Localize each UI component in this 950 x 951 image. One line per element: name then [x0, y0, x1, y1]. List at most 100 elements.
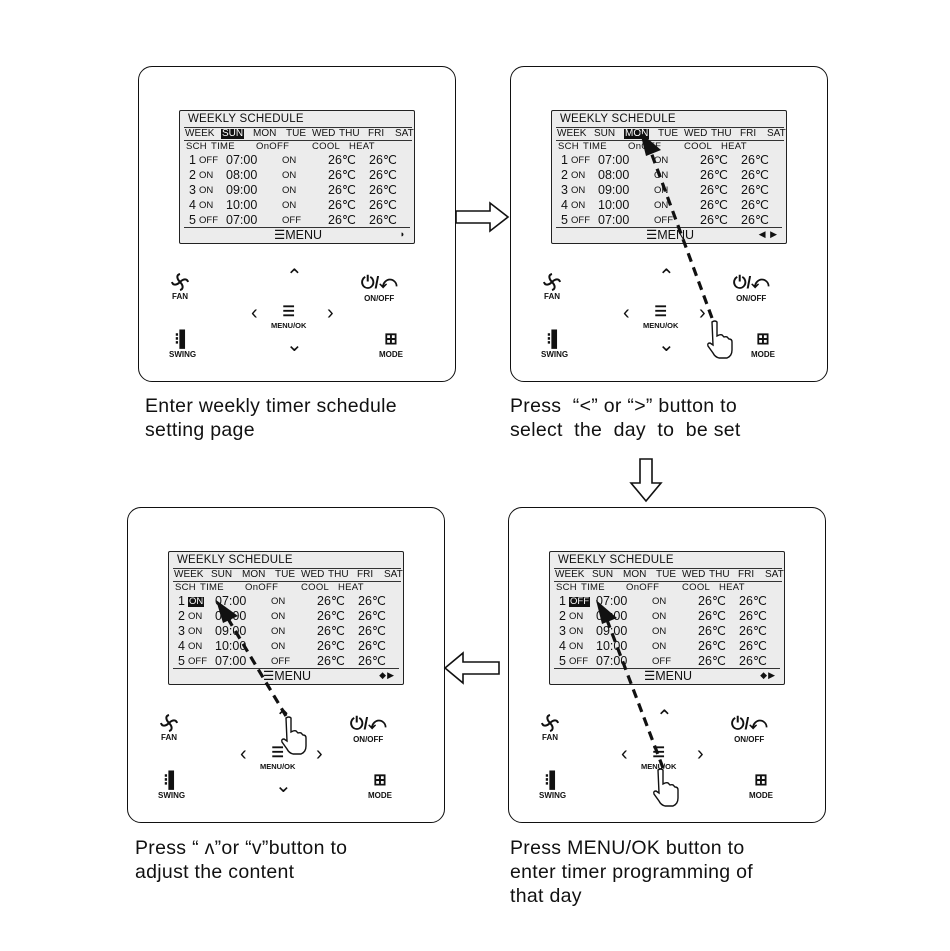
row-heat: 26℃	[369, 153, 397, 167]
caption-step4-line1: Press “ ʌ”or “v”button to	[135, 837, 348, 859]
row-onoff: OFF	[282, 215, 301, 226]
row-cool: 26℃	[698, 639, 726, 653]
row-cool: 26℃	[328, 183, 356, 197]
fan-button[interactable]: FAN	[160, 714, 178, 742]
mode-button[interactable]: ⊞MODE	[751, 329, 775, 359]
row-heat: 26℃	[741, 168, 769, 182]
row-state: OFF	[188, 656, 207, 667]
row-number: 2	[561, 168, 568, 182]
row-onoff: ON	[271, 626, 286, 637]
row-heat: 26℃	[369, 183, 397, 197]
up-arrow-button[interactable]: ⌃	[656, 707, 673, 729]
row-cool: 26℃	[698, 594, 726, 608]
row-onoff: ON	[652, 596, 667, 607]
down-arrow-button[interactable]: ⌄	[656, 775, 673, 797]
right-arrow-button[interactable]: ›	[699, 302, 706, 324]
row-onoff: ON	[271, 641, 286, 652]
right-arrow-button[interactable]: ›	[327, 302, 334, 324]
mode-button[interactable]: ⊞MODE	[379, 329, 403, 359]
on-off-button[interactable]: ⏻/↶ON/OFF	[361, 273, 397, 303]
row-cool: 26℃	[317, 594, 345, 608]
menu-ok-button[interactable]: ☰MENU/OK	[271, 303, 306, 330]
menu-label: ☰MENU	[644, 670, 692, 683]
caption-step3: Press MENU/OK button to enter timer prog…	[510, 836, 753, 908]
mode-button[interactable]: ⊞MODE	[368, 770, 392, 800]
menu-ok-button[interactable]: ☰MENU/OK	[641, 744, 676, 771]
row-state: OFF	[571, 215, 590, 226]
row-heat: 26℃	[741, 153, 769, 167]
column-header: COOL	[684, 141, 713, 152]
column-header: COOL	[301, 582, 330, 593]
on-off-button[interactable]: ⏻/↶ON/OFF	[731, 714, 767, 744]
row-onoff: ON	[654, 200, 669, 211]
lcd-footer: ☰MENU◆▶	[554, 668, 780, 684]
swing-button[interactable]: ⁝▌SWING	[158, 770, 185, 800]
row-onoff: ON	[282, 155, 297, 166]
column-header: SCH	[556, 582, 577, 593]
row-heat: 26℃	[369, 168, 397, 182]
day-week: WEEK	[557, 128, 587, 139]
left-arrow-button[interactable]: ‹	[621, 743, 628, 765]
up-arrow-button[interactable]: ⌃	[286, 266, 303, 288]
fan-button[interactable]: FAN	[543, 273, 561, 301]
left-arrow-button[interactable]: ‹	[240, 743, 247, 765]
row-time: 07:00	[596, 654, 628, 668]
right-arrow-button[interactable]: ›	[697, 743, 704, 765]
power-back-icon: ⏻/↶	[733, 273, 770, 292]
menu-ok-button[interactable]: ☰MENU/OK	[643, 303, 678, 330]
row-time: 09:00	[596, 624, 628, 638]
lcd-title: WEEKLY SCHEDULE	[177, 554, 293, 566]
mode-label: MODE	[749, 791, 773, 800]
row-state: ON	[188, 596, 205, 607]
row-time: 07:00	[215, 594, 247, 608]
fan-icon	[171, 273, 189, 291]
row-onoff: ON	[652, 626, 667, 637]
row-number: 5	[559, 654, 566, 668]
flow-arrow-left	[443, 651, 500, 685]
up-arrow-button[interactable]: ⌃	[275, 707, 292, 729]
left-arrow-button[interactable]: ‹	[251, 302, 258, 324]
down-arrow-button[interactable]: ⌄	[658, 334, 675, 356]
flow-arrow-down	[629, 458, 663, 503]
row-time: 09:00	[598, 183, 630, 197]
down-arrow-button[interactable]: ⌄	[286, 334, 303, 356]
caption-step2: Press “<” or “>” button to select the da…	[510, 394, 741, 442]
on-off-button[interactable]: ⏻/↶ON/OFF	[350, 714, 386, 744]
mode-button[interactable]: ⊞ MODE	[749, 770, 773, 800]
navigation-indicator-icon: ◀ ▶	[758, 229, 778, 239]
row-time: 10:00	[226, 198, 258, 212]
power-back-icon: ⏻/↶	[361, 273, 398, 292]
caption-step2-line1: Press “<” or “>” button to	[510, 395, 738, 417]
row-cool: 26℃	[328, 168, 356, 182]
swing-label: SWING	[539, 791, 567, 800]
mode-icon: ⊞	[754, 772, 768, 789]
menu-ok-button[interactable]: ☰MENU/OK	[260, 744, 295, 771]
row-state: ON	[188, 641, 203, 652]
row-heat: 26℃	[358, 639, 386, 653]
row-state: ON	[569, 641, 584, 652]
menu-icon: ☰	[263, 669, 275, 683]
swing-button[interactable]: ⁝▌SWING	[539, 770, 566, 800]
row-state: ON	[571, 170, 586, 181]
row-heat: 26℃	[369, 198, 397, 212]
right-arrow-button[interactable]: ›	[316, 743, 323, 765]
down-arrow-button[interactable]: ⌄	[275, 775, 292, 797]
on-off-button[interactable]: ⏻/↶ON/OFF	[733, 273, 769, 303]
fan-button[interactable]: FAN	[541, 714, 559, 742]
row-time: 07:00	[596, 594, 628, 608]
left-arrow-button[interactable]: ‹	[623, 302, 630, 324]
caption-step3-line1: Press MENU/OK button to	[510, 837, 745, 859]
row-state: ON	[571, 200, 586, 211]
row-heat: 26℃	[739, 624, 767, 638]
day-wed: WED	[684, 128, 708, 139]
row-state: ON	[188, 626, 203, 637]
up-arrow-button[interactable]: ⌃	[658, 266, 675, 288]
swing-button[interactable]: ⁝▌SWING	[541, 329, 568, 359]
fan-button[interactable]: FAN	[171, 273, 189, 301]
swing-button[interactable]: ⁝▌SWING	[169, 329, 196, 359]
day-mon: MON	[623, 569, 647, 580]
